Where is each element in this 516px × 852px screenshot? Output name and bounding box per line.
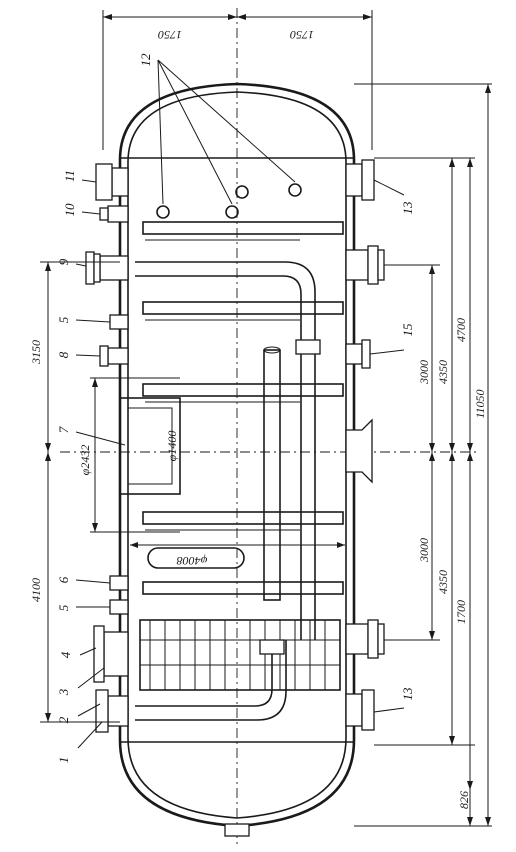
internal-trays (142, 221, 344, 595)
label-3: 3 (56, 688, 71, 696)
dim-left-lower: 4100 (29, 578, 43, 602)
label-8: 8 (56, 351, 71, 358)
tube-bundle (139, 619, 341, 691)
label-15: 15 (400, 323, 415, 337)
label-2: 2 (56, 716, 71, 723)
item-12-circles (156, 59, 302, 219)
manhole (90, 377, 181, 533)
vessel-shell (118, 82, 356, 837)
label-6: 6 (56, 576, 71, 583)
dim-right-826: 826 (457, 791, 471, 809)
dim-right-3000-upper: 3000 (417, 360, 431, 385)
label-7: 7 (56, 426, 71, 433)
dim-right-4350-upper: 4350 (436, 360, 450, 384)
right-nozzles (345, 159, 385, 731)
left-dimensions (40, 261, 120, 723)
label-10: 10 (62, 203, 77, 217)
dim-top-right: 1750 (290, 28, 314, 42)
label-13-top: 13 (400, 201, 415, 215)
dim-right-3000-lower: 3000 (417, 538, 431, 563)
dim-vessel-diameter: φ4008 (177, 554, 208, 568)
label-11: 11 (62, 170, 77, 182)
label-5-upper: 5 (56, 316, 71, 323)
dim-right-1700: 1700 (454, 600, 468, 624)
label-4: 4 (58, 651, 73, 658)
label-9: 9 (56, 258, 71, 265)
top-dimension (102, 10, 373, 150)
dim-manhole-diameter: φ1400 (165, 431, 179, 462)
dim-right-11050: 11050 (473, 389, 487, 418)
dim-left-upper: 3150 (29, 340, 43, 365)
label-13-bottom: 13 (400, 687, 415, 701)
label-12: 12 (138, 53, 153, 67)
label-1: 1 (56, 757, 71, 764)
dim-top-left: 1750 (158, 28, 182, 42)
internal-piping: φ4008 (130, 261, 345, 721)
dim-right-4350-lower: 4350 (436, 570, 450, 594)
left-nozzles (85, 163, 129, 733)
dim-right-4700: 4700 (454, 318, 468, 342)
leader-lines (75, 179, 405, 749)
dim-nozzle-diameter: φ2432 (78, 445, 92, 476)
label-5-lower: 5 (56, 604, 71, 611)
right-dimensions (354, 83, 492, 827)
